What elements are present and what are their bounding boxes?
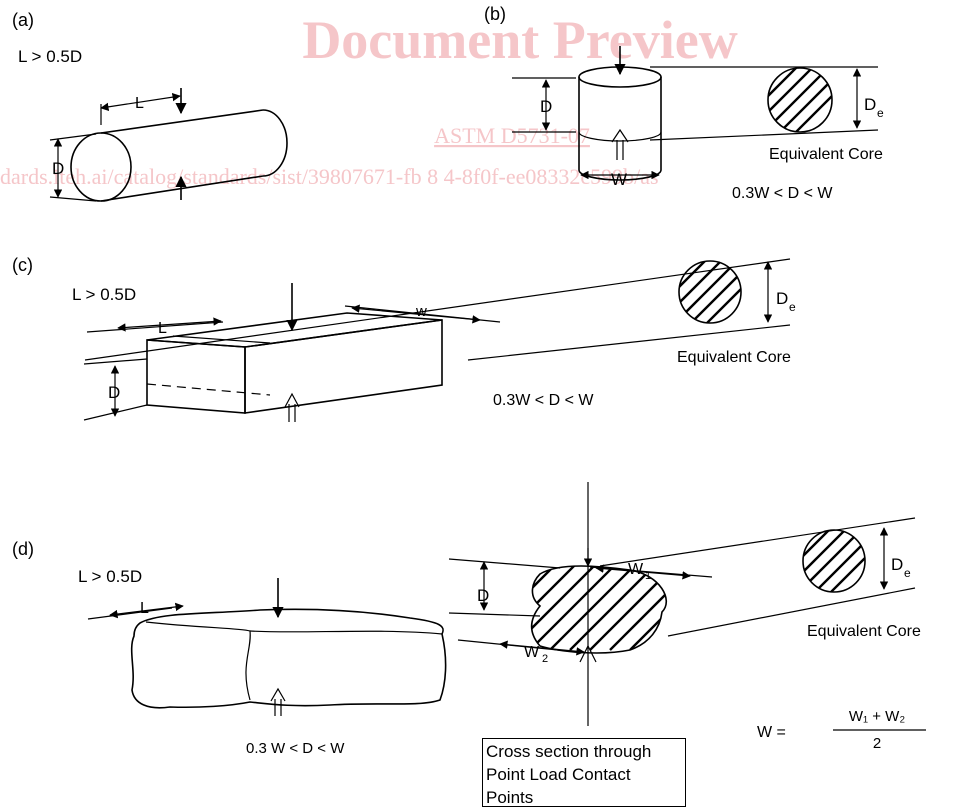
range-d: 0.3 W < D < W — [246, 740, 345, 757]
watermark-standard: ASTM D5731-07 — [434, 123, 590, 148]
caption-line: Point Load Contact — [486, 765, 631, 784]
contact-arrow-bottom — [579, 644, 597, 663]
load-arrow-bottom — [284, 392, 300, 408]
panel-c-condition: L > 0.5D — [72, 285, 136, 304]
watermark: Document Preview ASTM D5731-07 dards.ite… — [0, 10, 738, 189]
formula-numerator: W₁ + W₂ — [849, 708, 905, 725]
dimension-W1 — [595, 564, 691, 580]
block-specimen — [146, 312, 443, 414]
panel-d: (d) L > 0.5D L 0.3 W < D < W — [12, 482, 926, 757]
dim-L-label: L — [135, 95, 144, 112]
dim-W1-sub: 1 — [645, 570, 651, 582]
dim-W1-label: W — [628, 561, 644, 578]
panel-c: (c) L > 0.5D L w D — [12, 255, 796, 422]
caption-line: Cross section through — [486, 742, 652, 761]
dim-D-label: D — [540, 97, 552, 116]
panel-b-label: (b) — [484, 4, 506, 24]
width-formula: W = W₁ + W₂ 2 — [757, 708, 926, 752]
formula-lhs: W = — [757, 724, 786, 741]
dim-De-sub: e — [904, 566, 911, 580]
caption-line: Points — [486, 788, 534, 807]
dimension-w — [351, 304, 481, 324]
load-arrow-bottom — [611, 128, 629, 143]
panel-b: (b) D W — [484, 4, 884, 202]
panel-a-label: (a) — [12, 10, 34, 30]
equivalent-core-d — [802, 529, 866, 593]
dim-De-sub: e — [789, 300, 796, 314]
watermark-title: Document Preview — [302, 10, 737, 70]
range-c: 0.3W < D < W — [493, 392, 594, 409]
cross-section-caption: Cross section through Point Load Contact… — [482, 738, 686, 807]
formula-denominator: 2 — [873, 735, 881, 752]
irregular-lump-specimen — [130, 608, 447, 709]
panel-a: (a) L > 0.5D L D — [12, 10, 288, 202]
dim-D-label: D — [108, 383, 120, 402]
panel-a-condition: L > 0.5D — [18, 47, 82, 66]
dimension-W2 — [499, 640, 585, 656]
dimension-L — [100, 92, 181, 112]
dimension-L — [117, 317, 222, 332]
dim-D-label: D — [52, 159, 64, 178]
core-label-b: Equivalent Core — [769, 146, 883, 163]
dim-De-label: D — [776, 289, 788, 308]
panel-d-label: (d) — [12, 539, 34, 559]
cylinder-specimen — [70, 109, 288, 202]
equivalent-core-c — [678, 260, 742, 324]
load-arrow-bottom — [270, 687, 286, 702]
core-label-c: Equivalent Core — [677, 349, 791, 366]
dim-De-label: D — [864, 95, 876, 114]
watermark-url: dards.iteh.ai/catalog/standards/sist/398… — [0, 164, 659, 189]
dim-W2-label: W — [524, 644, 540, 661]
dim-De-label: D — [891, 555, 903, 574]
panel-c-label: (c) — [12, 255, 33, 275]
dim-D-label: D — [477, 586, 489, 605]
panel-d-condition: L > 0.5D — [78, 567, 142, 586]
equivalent-core-b — [767, 67, 833, 133]
dim-De-sub: e — [877, 106, 884, 120]
dim-L-label: L — [158, 320, 167, 337]
core-label-d: Equivalent Core — [807, 623, 921, 640]
condition-b: 0.3W < D < W — [732, 185, 833, 202]
dimension-L — [109, 602, 184, 619]
dim-W2-sub: 2 — [542, 653, 548, 665]
dim-L-label: L — [140, 600, 149, 617]
dim-W-label: W — [611, 170, 627, 189]
